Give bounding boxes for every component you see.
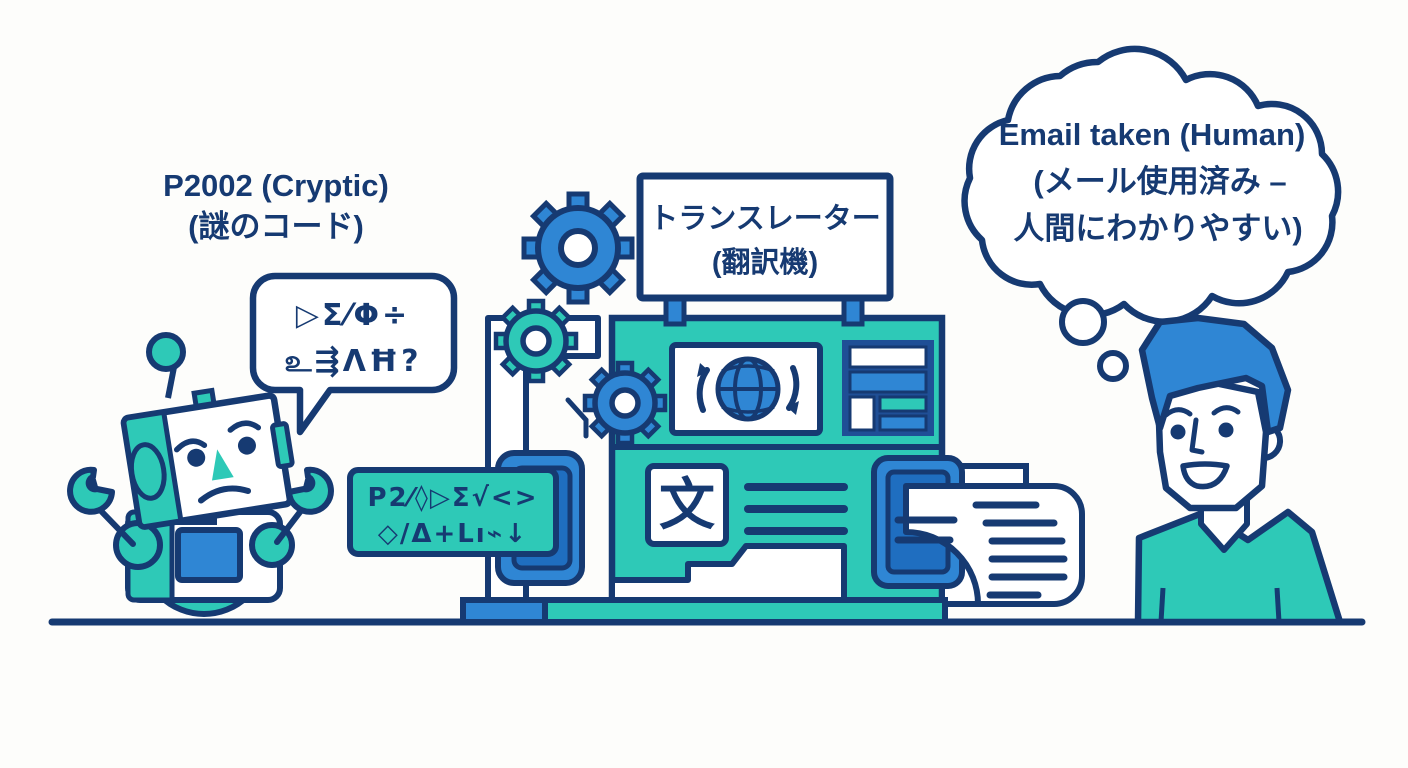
status-bar-4: [878, 395, 928, 413]
sign-post-right: [841, 295, 865, 327]
human-brow-left: [1163, 407, 1193, 418]
cryptic-code-line1: P2002 (Cryptic): [163, 168, 389, 203]
machine-base: [460, 597, 948, 625]
shirt-fold-left: [1158, 587, 1166, 623]
shirt-fold-right: [1274, 587, 1282, 623]
gear-connector: [565, 397, 589, 439]
cryptic-input-card: P2⁄◊▷Σ√<> ◇/Δ+Lı⌁↓: [347, 467, 559, 557]
robot-head: [120, 387, 295, 530]
translate-character-panel: 文: [645, 463, 729, 547]
thought-bubble-dot-large: [1059, 298, 1107, 346]
human-smile: [1180, 461, 1230, 490]
robot-ear-left: [128, 442, 167, 501]
sign-board: [636, 172, 894, 302]
gear-large-blue: [521, 191, 635, 305]
globe-arrow-right-head: [787, 401, 799, 415]
thought-bubble-cloud: [961, 45, 1342, 325]
human-hair: [1138, 314, 1292, 436]
human-thought-bubble: Email taken (Human) (メール使用済み – 人間にわかりやすい…: [961, 45, 1342, 382]
cryptic-code-line2: (謎のコード): [188, 209, 364, 244]
status-bar-5: [878, 414, 928, 432]
robot-antenna-bulb: [146, 332, 186, 372]
robot-eye-left: [187, 448, 206, 467]
globe-arrow-left-arc: [696, 367, 710, 413]
machine-sign: トランスレーター (翻訳機): [636, 172, 894, 327]
machine-base-right: [542, 597, 948, 625]
human-figure: [1134, 314, 1344, 626]
human-nose: [1189, 417, 1205, 455]
gear-teal: [493, 298, 579, 384]
globe-lat-bottom: [721, 405, 775, 414]
status-bar-1: [848, 345, 928, 369]
speech-bubble-shape: [249, 272, 458, 436]
human-eye-left: [1170, 424, 1186, 440]
robot-nose: [211, 449, 234, 481]
input-card-line2: ◇/Δ+Lı⌁↓: [378, 519, 528, 549]
robot-eye-right: [237, 436, 256, 455]
thought-line1: Email taken (Human): [999, 117, 1306, 152]
thought-line3: 人間にわかりやすい): [1013, 211, 1302, 246]
robot-ear-right: [270, 421, 295, 469]
robot-brow-right: [227, 420, 262, 433]
human-brow-right: [1211, 405, 1241, 416]
input-card-body: [347, 467, 559, 557]
robot-speech-line1: ▷Σ⁄Φ÷: [296, 298, 410, 333]
translate-panel-frame: [645, 463, 729, 547]
robot-chest-screen: [175, 527, 243, 583]
status-bar-2: [848, 370, 928, 394]
sign-label-line2: (翻訳機): [712, 246, 818, 279]
globe-arrow-right-arc: [786, 365, 800, 411]
thought-bubble-dot-small: [1097, 350, 1129, 382]
input-card-line1: P2⁄◊▷Σ√<>: [367, 483, 538, 513]
globe-lat-top: [721, 364, 775, 373]
robot-mouth-frown: [197, 485, 252, 504]
robot: [67, 332, 334, 617]
sign-post-left: [663, 295, 687, 327]
human-face: [1154, 376, 1270, 512]
gear-small-blue: [582, 360, 668, 446]
machine-bottom-notch: [609, 543, 847, 607]
status-bar-3: [848, 395, 876, 432]
robot-speech-line2: உ⇶ΛĦ?: [284, 344, 421, 379]
robot-claw-right: [286, 466, 334, 515]
thought-line2: (メール使用済み –: [1033, 164, 1286, 199]
robot-brow-left: [173, 438, 208, 453]
globe-panel: [669, 342, 823, 436]
globe-with-arrows-icon: [696, 356, 800, 422]
robot-speech-bubble: ▷Σ⁄Φ÷ உ⇶ΛĦ?: [249, 272, 458, 436]
cryptic-code-label: P2002 (Cryptic) (謎のコード): [163, 168, 389, 244]
sign-label-line1: トランスレーター: [649, 202, 880, 235]
status-display-panel: [842, 340, 934, 436]
human-eye-right: [1218, 422, 1234, 438]
globe-arrow-left-head: [697, 363, 709, 377]
globe-meridian: [733, 357, 763, 421]
machine-base-left: [460, 597, 548, 625]
robot-claw-left: [67, 466, 115, 515]
translate-character: 文: [659, 473, 715, 536]
